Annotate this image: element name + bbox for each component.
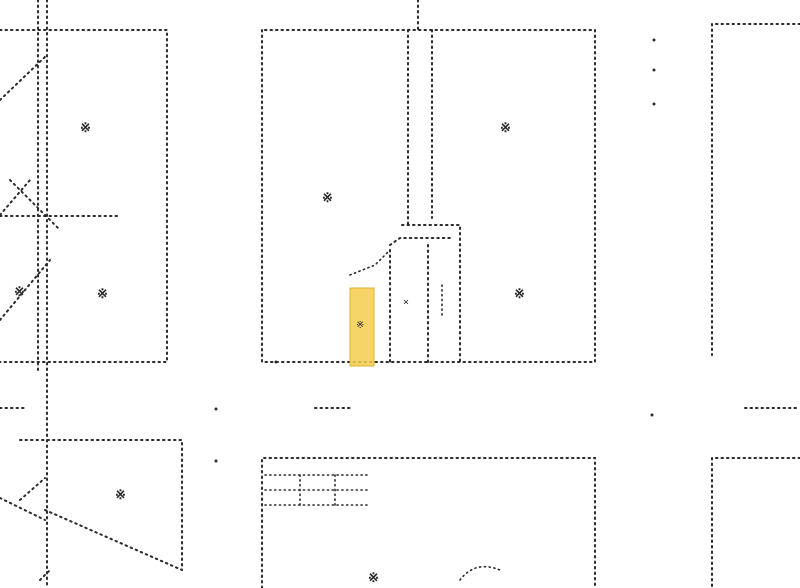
parcel-center-block[interactable]: ※ ※ ※ × [261,0,596,363]
parcel-label-center-right: ※ [500,121,510,136]
parcel-lower-left[interactable]: ※ [0,439,183,581]
left-road [37,0,48,588]
highlight-mark: ※ [356,320,364,331]
highlighted-parcel[interactable]: ※ [349,287,375,367]
parcel-label-small-unit: × [403,297,409,308]
parcel-label-upper-left: ※ [80,121,90,136]
parcel-lower-center[interactable]: ※ [261,457,596,588]
parcel-label-lower-left: ※ [115,488,125,503]
road-dots [0,38,656,463]
parcel-label-bottom-center: ※ [368,571,378,586]
parcel-label-left-edge: ※ [14,285,24,300]
parcel-label-left-mid: ※ [97,287,107,302]
parcel-right[interactable] [711,23,800,588]
parcel-label-center-left: ※ [322,191,332,206]
parcel-label-center-lower-right: ※ [514,287,524,302]
parcel-upper-left[interactable]: ※ ※ ※ [0,29,168,363]
